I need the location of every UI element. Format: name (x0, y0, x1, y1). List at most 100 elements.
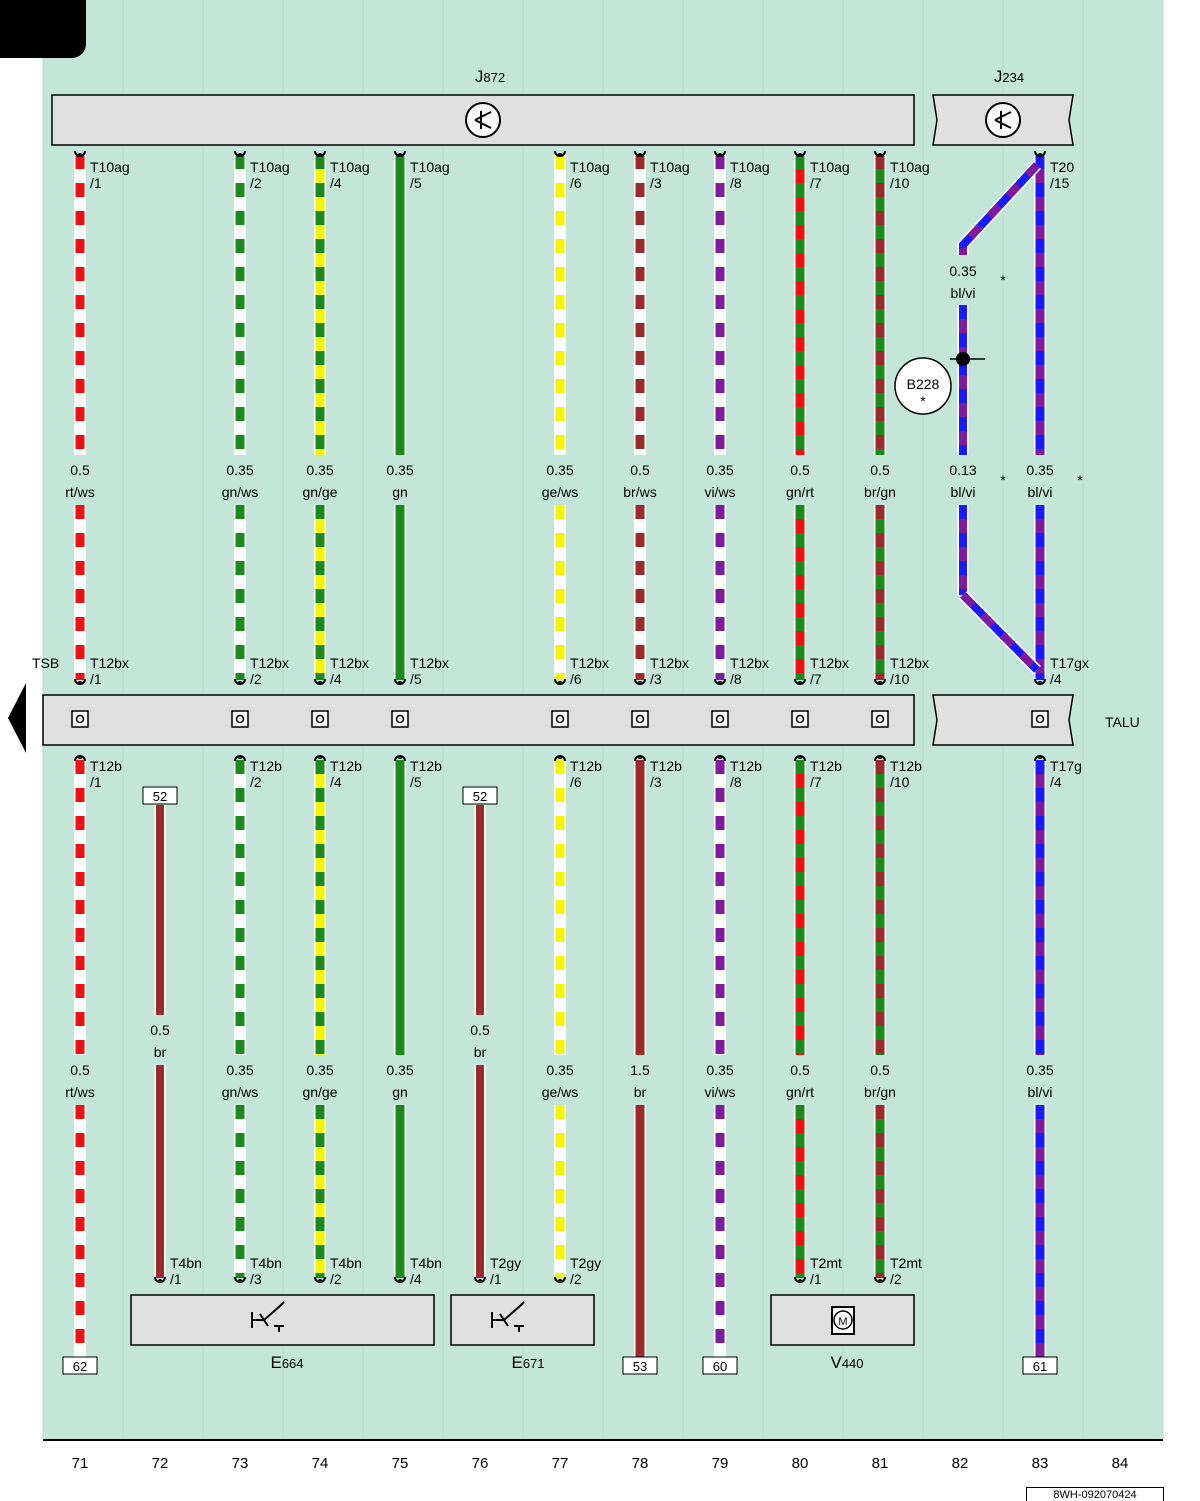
splice-box (311, 710, 329, 728)
ref-72: 52 (142, 786, 178, 805)
conn-mid-83-pin: /4 (1050, 671, 1062, 687)
splice-78 (631, 710, 649, 728)
wire-77-lower-label-color: ge/ws (542, 1084, 579, 1100)
wire-79-lower-label-color: vi/ws (704, 1084, 735, 1100)
component-sub: 872 (483, 70, 505, 85)
wire-81-lower-label-size: 0.5 (870, 1062, 890, 1078)
wire-80-lower-label-color: gn/rt (786, 1084, 814, 1100)
conn-top-77-pin: /6 (570, 175, 582, 191)
conn-low-74-connector: T12b (330, 758, 362, 774)
wire-82-lower-label-size: 0.13 (949, 462, 976, 478)
sensor-ring (894, 357, 952, 415)
conn-top-80-pin: /7 (810, 175, 822, 191)
ref-box (702, 1356, 738, 1375)
column-number: 80 (792, 1455, 809, 1472)
splice-dot (1035, 714, 1045, 724)
wire-73-upper-label-color: gn/ws (222, 484, 259, 500)
conn-bottom-75-connector: T4bn (410, 1255, 442, 1271)
splice-71 (71, 710, 89, 728)
splice-74 (311, 710, 329, 728)
column-number: 74 (312, 1455, 329, 1472)
conn-mid-79-pin: /8 (730, 671, 742, 687)
ref-box (62, 1356, 98, 1375)
conn-bottom-74-connector: T4bn (330, 1255, 362, 1271)
j234-label: J234 (994, 67, 1024, 86)
sensor-node (956, 352, 970, 366)
ref-box (462, 786, 498, 805)
conn-top-73-connector: T10ag (250, 159, 290, 175)
wire-78-upper-label-color: br/ws (623, 484, 656, 500)
conn-top-73-pin: /2 (250, 175, 262, 191)
talu-bar (932, 694, 1074, 746)
conn-top-83-connector: T20 (1050, 159, 1074, 175)
wire-75-lower-label-color: gn (392, 1084, 408, 1100)
conn-low-77-connector: T12b (570, 758, 602, 774)
conn-mid-78-pin: /3 (650, 671, 662, 687)
component-label: V440 (830, 1353, 863, 1372)
e671-symbol (491, 1301, 525, 1332)
column-number: 72 (152, 1455, 169, 1472)
splice-dot (395, 714, 405, 724)
conn-top-80-connector: T10ag (810, 159, 850, 175)
conn-mid-75-connector: T12bx (410, 655, 449, 671)
component-label: J872 (475, 67, 505, 86)
conn-top-74-pin: /4 (330, 175, 342, 191)
e671-label: E671 (511, 1353, 544, 1372)
component-label: E671 (511, 1353, 544, 1372)
ref-number: 52 (153, 789, 167, 804)
splice-box (71, 710, 89, 728)
symbol-ring (465, 102, 501, 138)
splice-dot (795, 714, 805, 724)
component-sub: 440 (842, 1356, 864, 1371)
conn-top-79-connector: T10ag (730, 159, 770, 175)
conn-bottom-81-pin: /2 (890, 1271, 902, 1287)
conn-bottom-81-connector: T2mt (890, 1255, 922, 1271)
conn-mid-80-connector: T12bx (810, 655, 849, 671)
column-number: 82 (952, 1455, 969, 1472)
conn-mid-80-pin: /7 (810, 671, 822, 687)
conn-mid-81-pin: /10 (890, 671, 910, 687)
ref-number: 53 (633, 1359, 647, 1374)
wire-76-label-size: 0.5 (470, 1022, 490, 1038)
wire-73-upper-label-size: 0.35 (226, 462, 253, 478)
v440-label: V440 (830, 1353, 863, 1372)
column-number: 84 (1112, 1455, 1129, 1472)
conn-low-79-pin: /8 (730, 774, 742, 790)
splice-81 (871, 710, 889, 728)
wire-75-lower-label-size: 0.35 (386, 1062, 413, 1078)
conn-low-71-connector: T12b (90, 758, 122, 774)
wire-81-upper-label-size: 0.5 (870, 462, 890, 478)
star-83: * (1077, 472, 1083, 488)
wire-78-upper-label-size: 0.5 (630, 462, 650, 478)
column-number: 79 (712, 1455, 729, 1472)
ref-71: 62 (62, 1356, 98, 1375)
column-number: 73 (232, 1455, 249, 1472)
splice-box (791, 710, 809, 728)
conn-top-74-connector: T10ag (330, 159, 370, 175)
column-number: 76 (472, 1455, 489, 1472)
splice-dot (75, 714, 85, 724)
conn-low-75-connector: T12b (410, 758, 442, 774)
conn-bottom-80-pin: /1 (810, 1271, 822, 1287)
wire-80-upper-label-size: 0.5 (790, 462, 810, 478)
v440-motor-symbol: M (831, 1306, 855, 1335)
ref-number: 60 (713, 1359, 727, 1374)
wire-82-upper-label-color: bl/vi (951, 285, 976, 301)
conn-mid-83-connector: T17gx (1050, 655, 1089, 671)
conn-low-80-connector: T12b (810, 758, 842, 774)
conn-low-71-pin: /1 (90, 774, 102, 790)
column-number: 75 (392, 1455, 409, 1472)
splice-75 (391, 710, 409, 728)
j872-label: J872 (475, 67, 505, 86)
conn-low-74-pin: /4 (330, 774, 342, 790)
wire-81-lower-label-color: br/gn (864, 1084, 896, 1100)
wire-stripe (959, 162, 1040, 255)
conn-bottom-80-connector: T2mt (810, 1255, 842, 1271)
conn-mid-77-connector: T12bx (570, 655, 609, 671)
conn-mid-75-pin: /5 (410, 671, 422, 687)
conn-mid-71-connector: T12bx (90, 655, 129, 671)
ref-83: 61 (1022, 1356, 1058, 1375)
ref-76: 52 (462, 786, 498, 805)
motor-ring (833, 1310, 853, 1330)
